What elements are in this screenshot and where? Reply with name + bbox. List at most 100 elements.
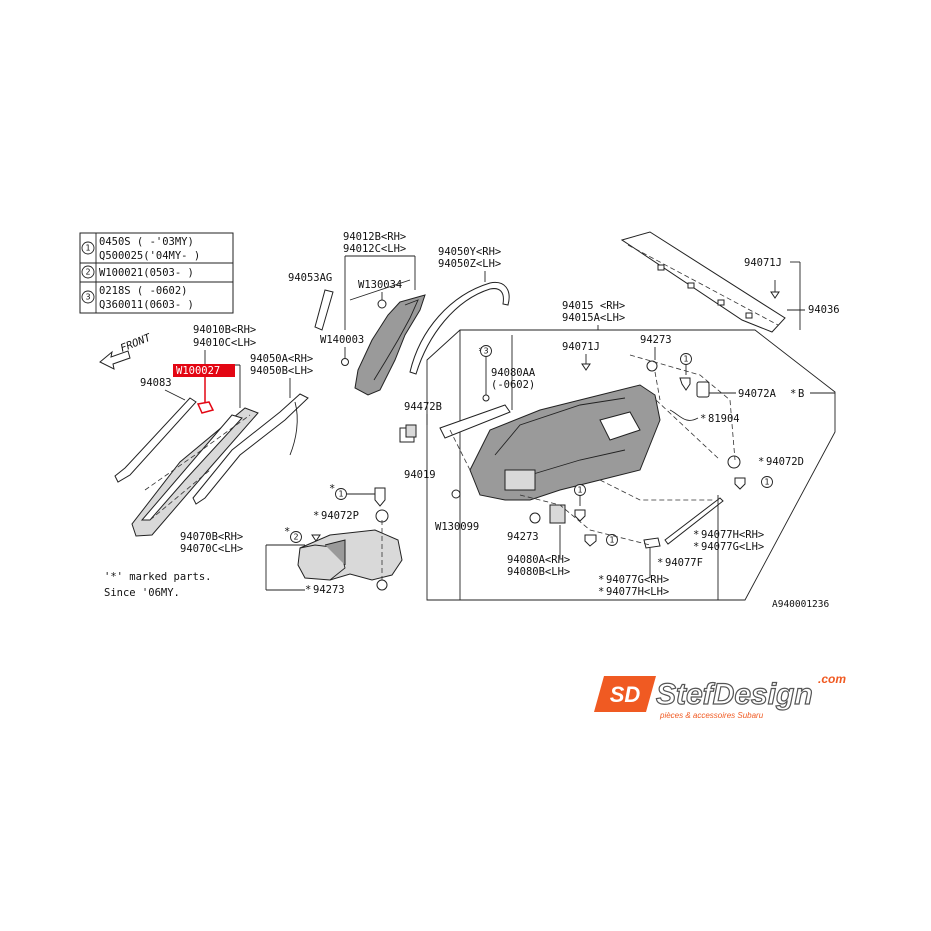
legend-row-1: 1 0450S ( -'03MY) Q500025('04MY- )	[81, 236, 200, 262]
svg-text:*: *	[598, 586, 604, 598]
label-94080aa: 94080AA	[491, 367, 536, 379]
highlight-box-w100027	[173, 364, 235, 377]
b-pillar-group: 94012B<RH> 94012C<LH> 94053AG W130034 W1…	[288, 231, 426, 396]
label-94472b: 94472B	[404, 401, 442, 413]
label-94015: 94015 <RH>	[562, 300, 625, 312]
clip-94019-icon	[451, 489, 461, 499]
bolt-icon-e	[374, 487, 386, 507]
label-94077f: 94077F	[665, 557, 703, 569]
label-94080b: 94080B<LH>	[507, 566, 570, 578]
label-94050a: 94050A<RH>	[250, 353, 313, 365]
label-94077g-a: 94077G<LH>	[701, 541, 764, 553]
rod-94077f-part	[664, 497, 724, 545]
note-line-1: '*' marked parts.	[104, 571, 211, 583]
logo-mark-text: SD	[610, 682, 641, 707]
svg-text:*: *	[790, 388, 796, 400]
label-94072a: 94072A	[738, 388, 777, 400]
label-94071j-a: 94071J	[562, 341, 600, 353]
legend-row-1-line-2: Q500025('04MY- )	[99, 250, 200, 262]
label-w130099: W130099	[435, 521, 479, 533]
svg-text:*: *	[693, 529, 699, 541]
label-94077h-b: 94077H<LH>	[606, 586, 669, 598]
clip-w100027-icon	[196, 401, 215, 414]
svg-text:*: *	[313, 510, 319, 522]
light-94072a-part	[696, 381, 710, 398]
brand-logo: SD StefDesign .com pièces & accessoires …	[594, 672, 846, 720]
b-pillar-trim-94012-part	[354, 294, 426, 396]
callout-1-e: 1	[338, 490, 343, 499]
label-94050y: 94050Y<RH>	[438, 246, 501, 258]
logo-tagline: pièces & accessoires Subaru	[659, 711, 764, 720]
svg-text:*: *	[329, 483, 335, 495]
legend-row-3: 3 0218S ( -0602) Q360011(0603- )	[81, 285, 194, 311]
callout-1-c: 1	[577, 486, 582, 495]
label-81904: 81904	[708, 413, 740, 425]
label-94273-c: 94273	[313, 584, 345, 596]
label-94071j-b: 94071J	[744, 257, 782, 269]
note-line-2: Since '06MY.	[104, 587, 180, 599]
svg-text:*: *	[657, 557, 663, 569]
svg-text:*: *	[758, 456, 764, 468]
label-94273-b: 94273	[507, 531, 539, 543]
legend-row-2: 2 W100021(0503- )	[81, 265, 194, 279]
svg-text:*: *	[598, 574, 604, 586]
weatherstrip-94083-part	[114, 397, 197, 483]
legend-row-3-number: 3	[85, 293, 90, 302]
label-w100027: W100027	[176, 365, 220, 377]
front-arrow: FRONT	[99, 332, 153, 370]
callout-1-b: 1	[764, 478, 769, 487]
grommet-94273-b-icon	[529, 512, 541, 524]
legend-row-1-number: 1	[85, 244, 90, 253]
trim-panel-94080aa-part	[439, 404, 511, 439]
svg-text:*: *	[284, 526, 290, 538]
legend-row-2-line-1: W100021(0503- )	[99, 267, 194, 279]
bolt-icon-a	[679, 377, 691, 391]
label-94050z: 94050Z<LH>	[438, 258, 501, 270]
legend-row-1-line-1: 0450S ( -'03MY)	[99, 236, 194, 248]
label-94080a: 94080A<RH>	[507, 554, 570, 566]
legend-row-2-number: 2	[85, 268, 90, 277]
label-94012c: 94012C<LH>	[343, 243, 406, 255]
lower-trim-group: * 1 * 94072P * 2 94070B<RH> 94070C<LH> *…	[104, 483, 403, 599]
front-label: FRONT	[119, 332, 153, 355]
bolt-icon-d	[584, 534, 597, 547]
quarter-trim-box: 94015 <RH> 94015A<LH> 94071J * 3 94080AA…	[399, 300, 836, 601]
label-94010b: 94010B<RH>	[193, 324, 256, 336]
logo-name: StefDesign	[656, 678, 813, 711]
label-94077g-b: 94077G<RH>	[606, 574, 669, 586]
label-94080aa-sub: (-0602)	[491, 379, 535, 391]
legend-row-3-line-2: Q360011(0603- )	[99, 299, 194, 311]
svg-text:*: *	[693, 541, 699, 553]
label-94015a: 94015A<LH>	[562, 312, 625, 324]
callout-3-a: 3	[483, 347, 488, 356]
left-pillar-group: 94010B<RH> 94010C<LH> W100027 94083 9405…	[114, 324, 313, 537]
roof-rail-group: 94071J 94036	[620, 231, 840, 333]
label-w140003: W140003	[320, 334, 364, 346]
clip-w140003-icon	[341, 358, 349, 366]
callout-2-a: 2	[293, 533, 298, 542]
bolt-icon-b	[734, 477, 746, 490]
cap-94072d-icon	[727, 455, 741, 469]
label-94072d: 94072D	[766, 456, 804, 468]
label-94053ag: 94053AG	[288, 272, 332, 284]
c-pillar-strip-94050y-part	[409, 281, 510, 375]
strip-94053ag-part	[314, 289, 334, 331]
bolt-icon-c	[574, 509, 586, 522]
label-w130034: W130034	[358, 279, 402, 291]
clip-w130034-icon	[377, 299, 387, 309]
svg-text:*: *	[305, 584, 311, 596]
label-94072p: 94072P	[321, 510, 359, 522]
label-94273-a: 94273	[640, 334, 672, 346]
roof-rail-94036-part	[620, 231, 786, 333]
label-94019: 94019	[404, 469, 436, 481]
c-pillar-strip-group: 94050Y<RH> 94050Z<LH>	[409, 246, 510, 375]
logo-mark-icon	[594, 676, 656, 712]
quarter-trim-94015-part	[469, 384, 661, 501]
callout-1-d: 1	[609, 536, 614, 545]
callout-1-a: 1	[683, 355, 688, 364]
label-94070c: 94070C<LH>	[180, 543, 243, 555]
legend-table: 1 0450S ( -'03MY) Q500025('04MY- ) 2 W10…	[79, 232, 234, 314]
grommet-94273-a-icon	[646, 360, 658, 372]
label-94077h-a: 94077H<RH>	[701, 529, 764, 541]
